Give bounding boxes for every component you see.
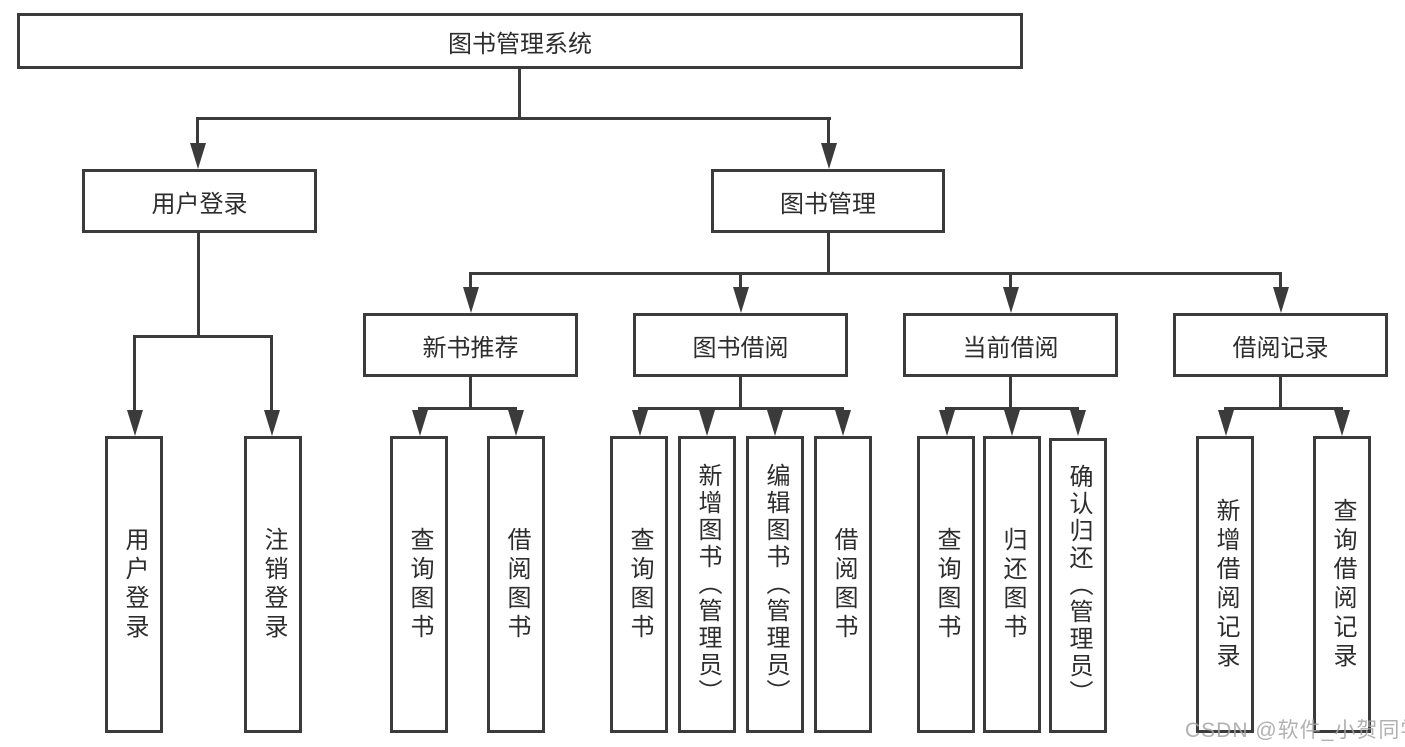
- arrow-down-icon: [733, 287, 749, 313]
- leaf-borrow-query-books-label: 查询图书: [626, 526, 653, 643]
- arrow-down-icon: [821, 143, 837, 169]
- node-borrow-records: 借阅记录: [1173, 313, 1388, 377]
- connector-line: [1010, 407, 1013, 412]
- node-book-borrow: 图书借阅: [633, 313, 848, 377]
- arrow-down-icon: [1004, 410, 1020, 436]
- connector-line: [418, 407, 517, 410]
- arrow-down-icon: [1218, 410, 1234, 436]
- leaf-records-add-record: 新增借阅记录: [1196, 436, 1254, 733]
- leaf-current-query-books-label: 查询图书: [933, 526, 960, 643]
- node-book-management: 图书管理: [711, 169, 945, 233]
- arrow-down-icon: [1003, 287, 1019, 313]
- node-user-login-label: 用户登录: [151, 190, 248, 218]
- connector-line: [1076, 407, 1079, 412]
- leaf-current-confirm-return-label: 确认归还（管理员）: [1065, 464, 1092, 707]
- connector-line: [1279, 272, 1282, 287]
- connector-line: [773, 407, 776, 412]
- arrow-down-icon: [699, 410, 715, 436]
- node-borrow-records-label: 借阅记录: [1232, 334, 1329, 362]
- node-book-management-label: 图书管理: [780, 190, 876, 218]
- node-book-borrow-label: 图书借阅: [692, 334, 789, 362]
- connector-line: [638, 407, 641, 412]
- arrow-down-icon: [1334, 410, 1350, 436]
- connector-line: [1224, 407, 1343, 410]
- leaf-borrow-edit-books-label: 编辑图书（管理员）: [762, 463, 789, 706]
- leaf-borrow-add-books: 新增图书（管理员）: [678, 436, 736, 733]
- arrow-down-icon: [127, 410, 143, 436]
- connector-line: [739, 272, 742, 287]
- connector-line: [1224, 407, 1227, 412]
- connector-line: [638, 407, 844, 410]
- arrow-down-icon: [264, 410, 280, 436]
- connector-line: [841, 407, 844, 412]
- connector-line: [1279, 377, 1282, 407]
- leaf-user-login-label: 用户登录: [121, 526, 148, 643]
- leaf-logout-label: 注销登录: [260, 526, 287, 643]
- leaf-current-query-books: 查询图书: [917, 436, 975, 733]
- node-current-borrow: 当前借阅: [903, 313, 1118, 377]
- connector-line: [705, 407, 708, 412]
- connector-line: [518, 69, 521, 117]
- node-user-login: 用户登录: [82, 169, 317, 233]
- leaf-current-return-books-label: 归还图书: [999, 526, 1026, 643]
- leaf-borrow-edit-books: 编辑图书（管理员）: [746, 436, 804, 733]
- leaf-newbook-borrow-books-label: 借阅图书: [503, 526, 530, 643]
- connector-line: [197, 233, 200, 335]
- leaf-current-return-books: 归还图书: [983, 436, 1041, 733]
- node-root: 图书管理系统: [17, 13, 1023, 69]
- leaf-newbook-query-books-label: 查询图书: [406, 526, 433, 643]
- arrow-down-icon: [632, 410, 648, 436]
- connector-line: [469, 272, 1281, 275]
- connector-line: [196, 117, 199, 144]
- leaf-borrow-query-books: 查询图书: [610, 436, 668, 733]
- leaf-user-login: 用户登录: [105, 436, 163, 733]
- connector-line: [270, 335, 273, 410]
- leaf-records-query-record: 查询借阅记录: [1313, 436, 1371, 733]
- connector-line: [418, 407, 421, 412]
- arrow-down-icon: [508, 410, 524, 436]
- leaf-records-add-record-label: 新增借阅记录: [1212, 497, 1239, 672]
- connector-line: [469, 272, 472, 287]
- leaf-logout: 注销登录: [244, 436, 302, 733]
- arrow-down-icon: [190, 143, 206, 169]
- node-current-borrow-label: 当前借阅: [962, 334, 1059, 362]
- arrow-down-icon: [767, 410, 783, 436]
- leaf-borrow-borrow-books-label: 借阅图书: [830, 526, 857, 643]
- leaf-records-query-record-label: 查询借阅记录: [1329, 497, 1356, 672]
- node-root-label: 图书管理系统: [448, 30, 592, 58]
- arrow-down-icon: [1273, 287, 1289, 313]
- connector-line: [196, 117, 831, 120]
- arrow-down-icon: [463, 287, 479, 313]
- connector-line: [133, 335, 136, 410]
- connector-line: [469, 377, 472, 407]
- arrow-down-icon: [939, 410, 955, 436]
- connector-line: [1009, 377, 1012, 407]
- connector-line: [133, 335, 273, 338]
- arrow-down-icon: [835, 410, 851, 436]
- node-new-book-recommend-label: 新书推荐: [422, 334, 519, 362]
- arrow-down-icon: [412, 410, 428, 436]
- connector-line: [827, 233, 830, 272]
- connector-line: [827, 117, 830, 144]
- arrow-down-icon: [1070, 410, 1086, 436]
- leaf-borrow-borrow-books: 借阅图书: [814, 436, 872, 733]
- connector-line: [945, 407, 948, 412]
- connector-line: [1009, 272, 1012, 287]
- csdn-watermark: CSDN @软件_小贺同学: [1185, 719, 1405, 742]
- connector-line: [1340, 407, 1343, 412]
- node-new-book-recommend: 新书推荐: [363, 313, 578, 377]
- leaf-borrow-add-books-label: 新增图书（管理员）: [694, 463, 721, 706]
- leaf-newbook-borrow-books: 借阅图书: [487, 436, 545, 733]
- leaf-newbook-query-books: 查询图书: [390, 436, 448, 733]
- connector-line: [514, 407, 517, 412]
- leaf-current-confirm-return: 确认归还（管理员）: [1049, 438, 1107, 733]
- connector-line: [739, 377, 742, 407]
